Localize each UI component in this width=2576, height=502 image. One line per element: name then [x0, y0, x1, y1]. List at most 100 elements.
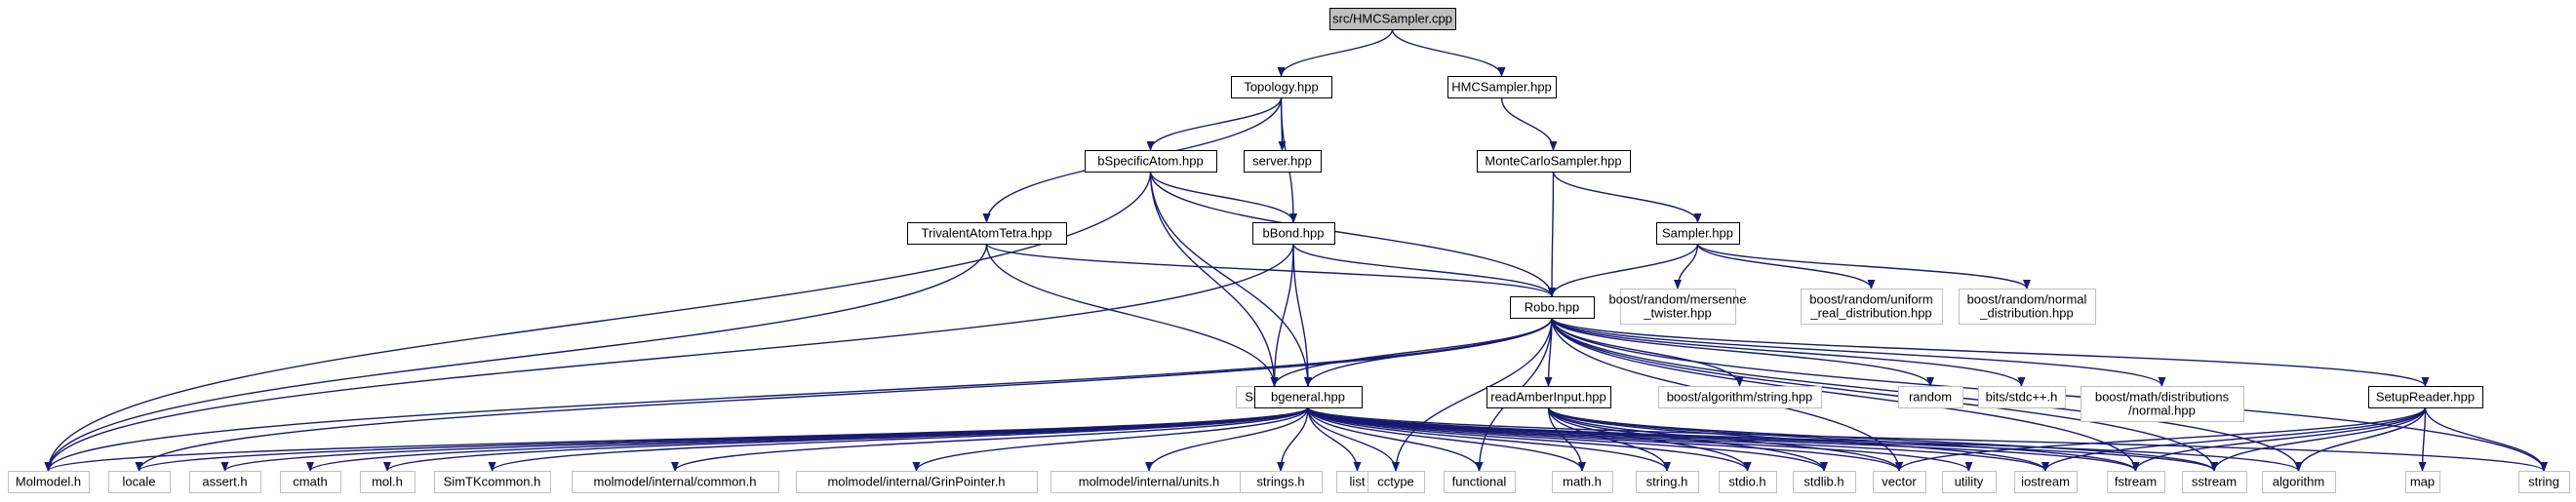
edge-arrow: [1674, 243, 1699, 290]
node-topology[interactable]: Topology.hpp: [1231, 76, 1332, 98]
node-box: [2182, 471, 2247, 493]
node-hmcsampler[interactable]: HMCSampler.hpp: [1447, 76, 1557, 98]
node-label: HMCSampler.hpp: [1451, 80, 1552, 95]
node-box: [1942, 471, 1997, 493]
edge-arrow: [488, 406, 1309, 472]
edge-bspecific-to-molmodel: [44, 171, 1152, 472]
node-bgeneral[interactable]: bgeneral.hpp: [1254, 386, 1363, 408]
node-normal: boost/random/normal_distribution.hpp: [1959, 289, 2096, 325]
edge-topology-to-bspecific: [1146, 97, 1283, 151]
node-label: bits/stdc++.h: [1986, 390, 2058, 405]
edge-arrow: [44, 317, 1553, 472]
node-locale: locale: [108, 471, 171, 493]
edge-bgeneral-to-mmcommon: [671, 406, 1309, 472]
edge-bgeneral-to-stringh: [1307, 406, 1671, 472]
node-box: [2368, 386, 2483, 408]
edge-arrow: [1307, 406, 1400, 472]
edge-arrow: [1277, 406, 1309, 472]
edge-bgeneral-to-stdioh: [1307, 406, 1752, 472]
node-label: vector: [1882, 475, 1917, 489]
node-uniform: boost/random/uniform_real_distribution.h…: [1801, 289, 1943, 325]
edge-arrow: [1696, 243, 2031, 290]
node-box: [1719, 471, 1777, 493]
edge-setupreader-to-iostream: [2041, 406, 2427, 472]
node-label: molmodel/internal/GrinPointer.h: [827, 475, 1005, 489]
node-label: iostream: [2021, 475, 2070, 489]
node-box: [360, 471, 416, 493]
node-box: [189, 471, 261, 493]
edge-bgeneral-to-list: [1307, 406, 1362, 472]
edge-bgeneral-to-mmgrin: [912, 406, 1309, 472]
node-label: boost/math/distributions: [2095, 390, 2230, 405]
node-box: [1656, 222, 1740, 245]
node-label: boost/random/normal: [1967, 292, 2087, 307]
edge-arrow: [1551, 317, 2218, 472]
node-box: [1636, 471, 1699, 493]
edge-arrow: [1307, 406, 1586, 472]
edge-arrow: [1696, 243, 1876, 290]
node-trivalent[interactable]: TrivalentAtomTetra.hpp: [907, 222, 1067, 245]
edge-robo-to-sstream: [1551, 317, 2218, 472]
node-molmodel: Molmodel.h: [8, 471, 90, 493]
edge-bspecific-to-simbody: [1149, 171, 1279, 387]
edge-arrow: [2210, 406, 2427, 472]
edge-bgeneral-to-cctype: [1307, 406, 1400, 472]
node-box: [280, 471, 341, 493]
edge-arrow: [1307, 406, 1484, 472]
node-box: [907, 222, 1067, 245]
edge-bgeneral-to-simtk: [488, 406, 1309, 472]
edge-bgeneral-to-mathh: [1307, 406, 1586, 472]
node-label: readAmberInput.hpp: [1490, 390, 1606, 405]
edge-bbond-to-simbody: [1270, 243, 1294, 387]
edge-arrow: [135, 406, 1309, 472]
node-robo[interactable]: Robo.hpp: [1510, 296, 1595, 319]
node-label: SetupReader.hpp: [2376, 390, 2475, 405]
edge-arrow: [1500, 97, 1558, 151]
node-server[interactable]: server.hpp: [1244, 150, 1322, 173]
node-box: [1510, 296, 1595, 319]
node-root: src/HMCSampler.cpp: [1329, 8, 1456, 30]
node-box: [1254, 386, 1363, 408]
node-bspecific[interactable]: bSpecificAtom.hpp: [1085, 150, 1217, 173]
edge-sampler-to-normal: [1696, 243, 2031, 290]
edge-arrow: [1547, 406, 2140, 472]
node-label: assert.h: [202, 475, 247, 489]
node-vector: vector: [1873, 471, 1926, 493]
edge-readamber-to-mathh: [1547, 406, 1586, 472]
node-mmgrin: molmodel/internal/GrinPointer.h: [796, 471, 1038, 493]
edge-setupreader-to-sstream: [2210, 406, 2427, 472]
edge-bgeneral-to-utility: [1307, 406, 1973, 472]
edge-arrow: [2294, 406, 2427, 472]
edge-arrow: [1551, 317, 2430, 387]
node-label: strings.h: [1256, 475, 1304, 489]
edge-robo-to-stdcpp: [1551, 317, 2026, 387]
node-mathh: math.h: [1552, 471, 1613, 493]
edge-setupreader-to-fstream: [2131, 406, 2427, 472]
node-label: cctype: [1377, 475, 1414, 489]
node-algorithm: algorithm: [2262, 471, 2336, 493]
node-sampler[interactable]: Sampler.hpp: [1656, 222, 1740, 245]
node-simtk: SimTKcommon.h: [434, 471, 551, 493]
node-stdioh: stdio.h: [1719, 471, 1777, 493]
edge-readamber-to-fstream: [1547, 406, 2140, 472]
node-iostream: iostream: [2014, 471, 2078, 493]
edge-setupreader-to-map: [2418, 406, 2427, 472]
node-montecarlo[interactable]: MonteCarloSampler.hpp: [1477, 150, 1631, 173]
node-asserth: assert.h: [189, 471, 261, 493]
node-cctype: cctype: [1367, 471, 1425, 493]
node-box: [2262, 471, 2336, 493]
node-label: Topology.hpp: [1244, 80, 1318, 95]
node-label: string.h: [1646, 475, 1688, 489]
node-setupreader[interactable]: SetupReader.hpp: [2368, 386, 2483, 408]
node-box: [572, 471, 779, 493]
node-bbond[interactable]: bBond.hpp: [1252, 222, 1335, 245]
node-box: [1620, 289, 1736, 325]
node-readamber[interactable]: readAmberInput.hpp: [1486, 386, 1611, 408]
node-label: map: [2410, 475, 2435, 489]
edge-root-to-topology: [1277, 28, 1394, 77]
node-mmcommon: molmodel/internal/common.h: [572, 471, 779, 493]
node-box: [1658, 386, 1822, 408]
node-box: [1447, 76, 1557, 98]
edge-arrow: [1548, 171, 1557, 297]
edge-bgeneral-to-iostream: [1307, 406, 2049, 472]
